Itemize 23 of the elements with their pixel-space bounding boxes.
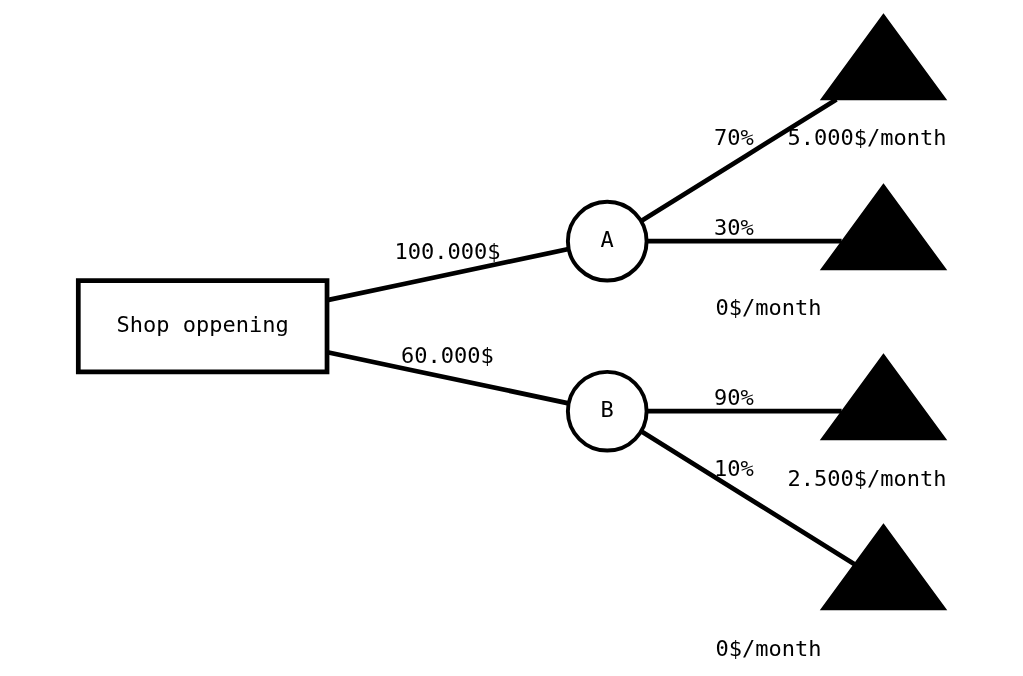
connector [639, 429, 856, 567]
connector [646, 238, 842, 244]
edge-label: 30% [713, 215, 754, 241]
node-triangle [819, 353, 947, 441]
connector [326, 246, 569, 303]
connector [326, 349, 569, 406]
edge-label: 70% [713, 125, 754, 151]
node-label: 0$/month [715, 635, 822, 661]
node-triangle [819, 523, 947, 611]
edge-label: 10% [713, 456, 754, 482]
connector [639, 97, 838, 224]
node-label: 0$/month [715, 295, 822, 321]
node-label: 5.000$/month [786, 125, 947, 151]
node-triangle [819, 183, 947, 271]
node-triangle [819, 13, 947, 101]
edge-label: 60.000$ [400, 342, 494, 368]
node-circle: B [565, 369, 649, 453]
connector [646, 408, 842, 414]
node-label: 2.500$/month [786, 465, 947, 491]
node-circle: A [565, 199, 649, 283]
edge-label: 90% [713, 385, 754, 411]
node-box: Shop oppening [75, 278, 329, 375]
edge-label: 100.000$ [393, 238, 500, 264]
